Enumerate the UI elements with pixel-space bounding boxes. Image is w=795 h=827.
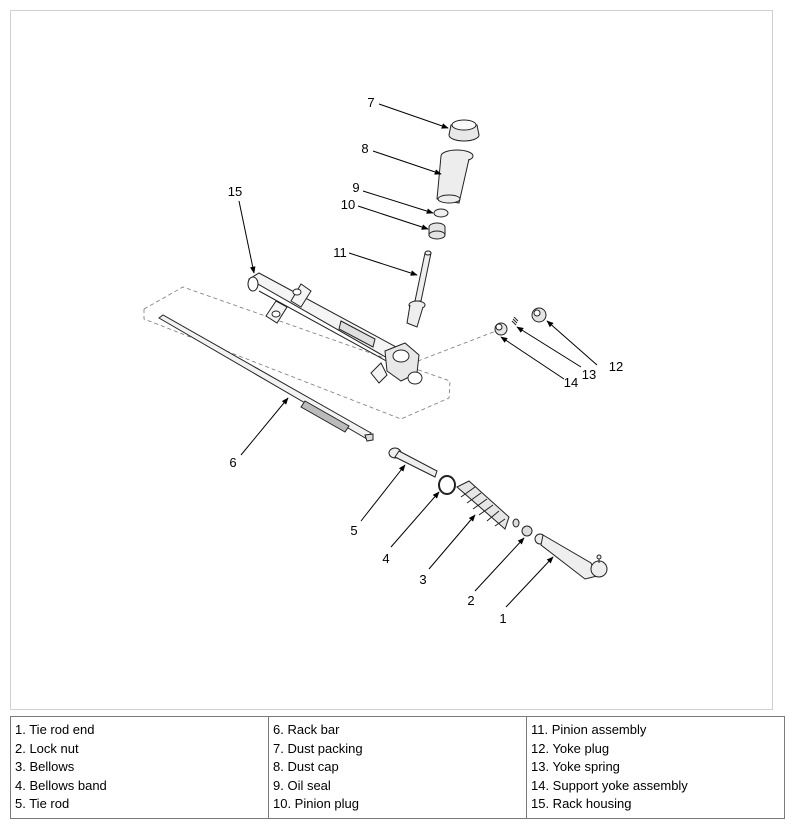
legend-column-2: 6. Rack bar 7. Dust packing 8. Dust cap … <box>269 717 527 818</box>
callout-2: 2 <box>467 593 474 608</box>
legend-item: 7. Dust packing <box>273 740 363 756</box>
callout-15: 15 <box>228 184 242 199</box>
pinion-assembly <box>406 250 432 328</box>
support-yoke-assembly <box>494 322 508 336</box>
legend-item: 11. Pinion assembly <box>531 722 647 737</box>
legend-item: 5. Tie rod <box>15 796 70 811</box>
callout-3: 3 <box>419 572 426 587</box>
legend-column-3: 11. Pinion assembly 12. Yoke plug 13. Yo… <box>527 717 784 818</box>
exploded-diagram: 1 2 3 4 5 6 7 8 9 10 11 12 13 14 15 <box>10 10 773 710</box>
callout-9: 9 <box>352 180 359 195</box>
legend-item: 12. Yoke plug <box>531 740 610 756</box>
legend-item: 13. Yoke spring <box>531 759 620 774</box>
callout-14: 14 <box>564 375 578 390</box>
tie-rod-end <box>534 533 608 580</box>
tie-rod <box>388 447 438 478</box>
callout-4: 4 <box>382 551 389 566</box>
lock-nut <box>512 518 533 537</box>
callout-10: 10 <box>341 197 355 212</box>
callout-5: 5 <box>350 523 357 538</box>
bellows <box>456 480 510 530</box>
yoke-spring <box>511 316 519 326</box>
dust-packing <box>448 119 480 142</box>
rack-housing <box>247 272 423 385</box>
callout-12: 12 <box>609 359 623 374</box>
legend-item: 14. Support yoke assembly <box>531 777 688 793</box>
legend-item: 15. Rack housing <box>531 796 632 811</box>
callout-7: 7 <box>367 95 374 110</box>
legend-item: 1. Tie rod end <box>15 722 95 737</box>
legend-item: 10. Pinion plug <box>273 796 360 811</box>
callout-1: 1 <box>499 611 506 626</box>
oil-seal <box>433 208 449 218</box>
callout-8: 8 <box>361 141 368 156</box>
callout-13: 13 <box>582 367 596 382</box>
diagram-svg: 1 2 3 4 5 6 7 8 9 10 11 12 13 14 15 <box>143 95 623 626</box>
leader-lines <box>238 103 598 608</box>
legend-item: 9. Oil seal <box>273 777 331 793</box>
legend-column-1: 1. Tie rod end 2. Lock nut 3. Bellows 4.… <box>11 717 269 818</box>
pinion-plug <box>428 222 446 240</box>
callout-6: 6 <box>229 455 236 470</box>
legend-item: 6. Rack bar <box>273 722 340 737</box>
legend-item: 3. Bellows <box>15 759 75 774</box>
dust-cap <box>436 149 474 204</box>
callout-labels: 1 2 3 4 5 6 7 8 9 10 11 12 13 14 15 <box>228 95 623 626</box>
legend-item: 2. Lock nut <box>15 740 79 756</box>
callout-11: 11 <box>333 245 347 260</box>
yoke-plug <box>531 307 547 323</box>
legend-item: 4. Bellows band <box>15 777 107 793</box>
legend-item: 8. Dust cap <box>273 759 339 774</box>
assembly-outline <box>143 286 497 420</box>
parts-legend-table: 1. Tie rod end 2. Lock nut 3. Bellows 4.… <box>10 716 785 819</box>
rack-bar <box>158 314 374 442</box>
bellows-band <box>438 475 456 495</box>
